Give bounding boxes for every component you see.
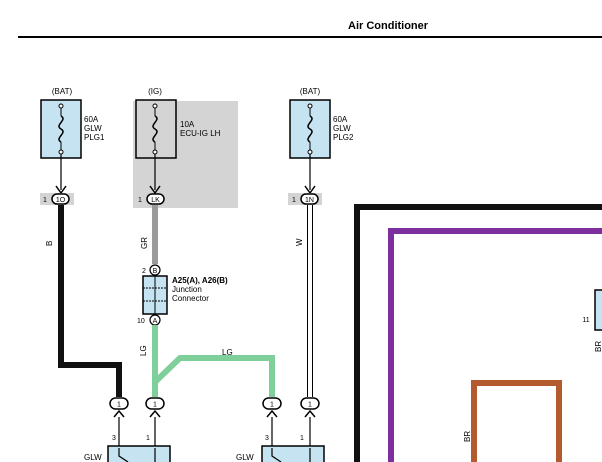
fuse2-supply: (IG) (148, 87, 162, 96)
fuse2-name-line1: ECU-IG LH (180, 129, 221, 138)
fuse2-wire-label: GR (140, 237, 149, 249)
lower-connector-4-label: 1 (308, 402, 312, 409)
right-wire-br-lower: BR (463, 431, 472, 442)
fuse1-element (58, 115, 64, 143)
lower-connector-4: 1 (300, 397, 320, 418)
black-loop-wire (354, 204, 602, 462)
right-component (594, 289, 602, 331)
fuse1-pin: 1 (43, 197, 47, 204)
right-wire-br-upper: BR (594, 341, 602, 352)
relay-2: 3 1 GLW (236, 435, 325, 462)
fuse1-connector-label: 1O (56, 197, 66, 204)
fuse2-connector-label: LK (151, 197, 160, 204)
fuse3-pin: 1 (292, 197, 296, 204)
lower-connector-2-label: 1 (153, 402, 157, 409)
fuse3-connector-label: 1N (305, 197, 314, 204)
lg-branch-label: LG (222, 348, 233, 357)
fuse3-term-bottom (307, 149, 313, 155)
lower-connector-3: 1 (262, 397, 282, 418)
fuse2-arrow (149, 185, 161, 195)
fuse3-name-line2: PLG2 (333, 133, 354, 142)
fuse2-term-top (152, 103, 158, 109)
fuse3-element (307, 115, 313, 143)
fuse1-name-line2: PLG1 (84, 133, 105, 142)
relay-1-pin-right: 1 (146, 435, 150, 442)
fuse3-rating: 60A (333, 115, 348, 124)
fuse3-wire-label: W (295, 238, 304, 246)
fuse1-term-top (58, 103, 64, 109)
relay-1: 3 1 GLW (84, 435, 171, 462)
purple-loop-wire (388, 228, 602, 462)
fuse1-connector (51, 193, 70, 205)
junction-bottom-pin: 10 (137, 318, 145, 325)
junction-top-letter-circle (149, 264, 161, 276)
junction-subtitle-line1: Junction (172, 285, 202, 294)
brown-loop-wire (471, 380, 562, 462)
junction-bottom-letter: A (153, 318, 158, 325)
relay-2-label: GLW (236, 453, 254, 462)
relay-1-pin-left: 3 (112, 435, 116, 442)
lower-connector-2: 1 (145, 397, 165, 418)
junction-top-letter: B (153, 268, 158, 275)
junction-title: A25(A), A26(B) (172, 276, 228, 285)
fuse3-connector (300, 193, 319, 205)
fuse2-rating: 10A (180, 120, 195, 129)
relay-2-pin-right: 1 (300, 435, 304, 442)
header-rule (18, 36, 602, 38)
fuse3-name-line1: GLW (333, 124, 351, 133)
lg-wire-branch (152, 355, 275, 397)
fuse2-connector (146, 193, 165, 205)
lower-connector-3-label: 1 (270, 402, 274, 409)
fuse2-term-bottom (152, 149, 158, 155)
page-title: Air Conditioner (348, 20, 429, 32)
relay-2-pin-left: 3 (265, 435, 269, 442)
lg-wire-label: LG (139, 345, 148, 356)
lower-connector-1: 1 (109, 397, 129, 418)
fuse2-element (152, 115, 158, 143)
fuse1-supply: (BAT) (52, 87, 73, 96)
right-pin-label: 11 (582, 317, 589, 324)
fuse1-name-line1: GLW (84, 124, 102, 133)
fuse3-supply: (BAT) (300, 87, 321, 96)
fuse1-wire-label: B (45, 241, 54, 246)
junction-subtitle-line2: Connector (172, 294, 209, 303)
lower-connector-1-label: 1 (117, 402, 121, 409)
fuse2-pin: 1 (138, 197, 142, 204)
junction-top-pin: 2 (142, 268, 146, 275)
relay-1-label: GLW (84, 453, 102, 462)
fuse3-term-top (307, 103, 313, 109)
fuse1-rating: 60A (84, 115, 99, 124)
fuse1-wire-b (58, 205, 122, 397)
fuse1-term-bottom (58, 149, 64, 155)
